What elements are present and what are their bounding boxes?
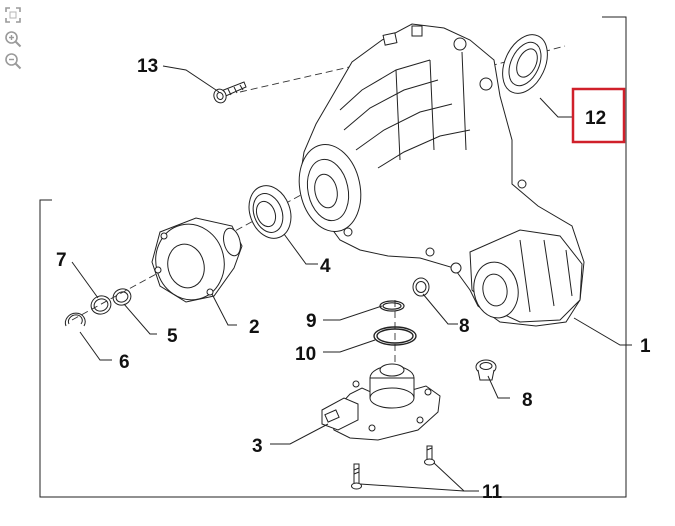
zoom-in-icon[interactable] <box>4 30 22 48</box>
leader-lines <box>71 65 632 492</box>
callout-13[interactable]: 13 <box>137 56 158 77</box>
transfer-case-housing-1 <box>298 23 585 327</box>
callout-10[interactable]: 10 <box>295 344 316 365</box>
bolt-11-right <box>424 445 435 466</box>
o-ring-9 <box>379 300 405 312</box>
callout-8-lower[interactable]: 8 <box>522 390 533 411</box>
shaft-seal-4 <box>248 185 292 239</box>
zoom-out-icon[interactable] <box>4 52 22 70</box>
callout-6[interactable]: 6 <box>119 352 130 373</box>
fit-to-window-icon[interactable] <box>4 6 22 24</box>
callout-1[interactable]: 1 <box>640 336 651 357</box>
callout-7[interactable]: 7 <box>56 250 67 271</box>
callout-labels: 13 12 4 2 7 5 6 9 10 8 8 1 3 11 <box>56 56 651 503</box>
plug-8-upper <box>412 277 430 297</box>
o-ring-7 <box>90 295 112 315</box>
callout-2[interactable]: 2 <box>249 317 260 338</box>
o-ring-10 <box>373 326 417 346</box>
callout-4[interactable]: 4 <box>320 256 331 277</box>
circlip-6 <box>64 312 86 327</box>
callout-11[interactable]: 11 <box>482 482 503 503</box>
bolt-11-left <box>351 463 362 490</box>
bolt-13 <box>213 81 247 104</box>
callout-9[interactable]: 9 <box>306 311 317 332</box>
actuator-motor-3 <box>321 363 441 441</box>
drive-flange-2 <box>151 217 243 303</box>
seal-ring-12 <box>502 34 548 94</box>
callout-3[interactable]: 3 <box>252 436 263 457</box>
plug-8-lower <box>475 359 497 381</box>
highlight-box-12 <box>571 87 626 144</box>
callout-12[interactable]: 12 <box>585 108 606 129</box>
callout-5[interactable]: 5 <box>167 326 178 347</box>
callout-8-upper[interactable]: 8 <box>459 316 470 337</box>
